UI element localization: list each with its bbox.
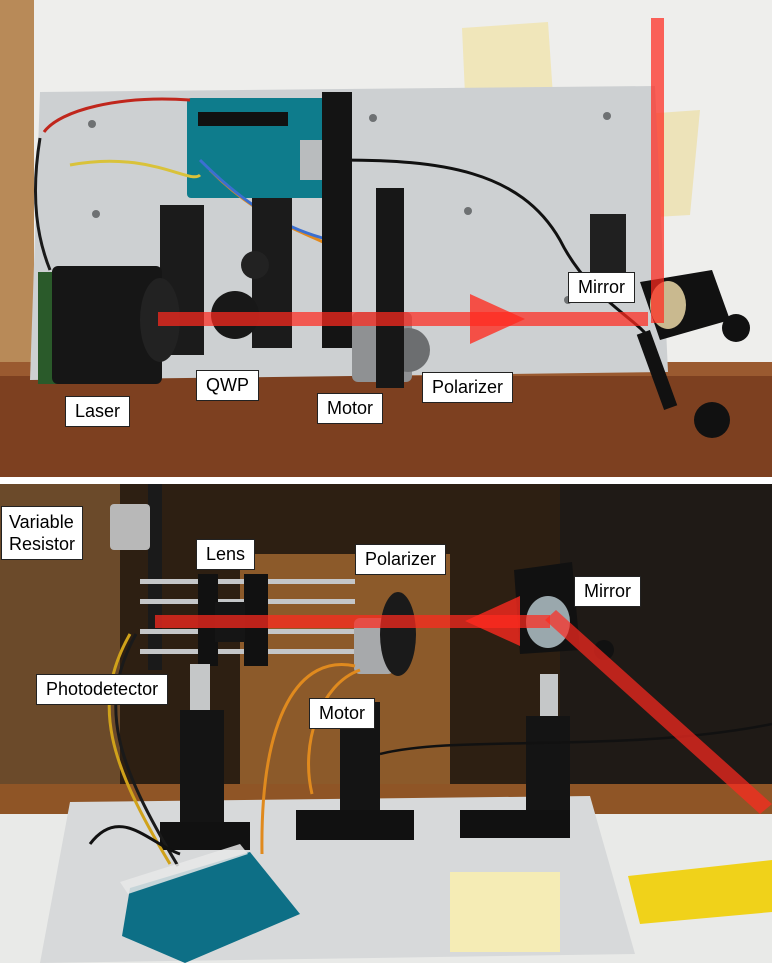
label-motor: Motor: [309, 698, 376, 729]
label-polarizer: Polarizer: [422, 372, 514, 403]
qwp-knob: [241, 251, 269, 279]
wire-red: [42, 97, 191, 133]
label-mirror: Mirror: [574, 576, 641, 607]
laser-beam-horizontal: [155, 615, 550, 628]
masking-tape: [450, 872, 560, 952]
post-holder: [180, 710, 224, 830]
mirror-adjust-knob: [694, 402, 730, 438]
motor-wires: [260, 663, 356, 855]
label-lens: Lens: [196, 539, 256, 570]
arduino-case: [120, 844, 248, 894]
mirror-arm: [636, 330, 678, 410]
wire-black: [33, 137, 52, 271]
optical-rail: [322, 92, 352, 348]
photodetector-plate: [148, 484, 162, 670]
top-setup-photo: [0, 0, 772, 477]
polarizer-mount: [376, 188, 404, 388]
laser-housing: [52, 266, 162, 384]
laser-beam-horizontal: [158, 312, 648, 326]
mirror-adjust-knob: [722, 314, 750, 342]
mirror-post: [590, 214, 626, 276]
wire-yellow: [69, 159, 202, 179]
label-polarizer: Polarizer: [355, 544, 447, 575]
post-base: [460, 810, 570, 838]
polarizer-mount: [380, 592, 416, 676]
variable-resistor-body: [110, 504, 150, 550]
bottom-photo-panel: Variable Resistor Lens Polarizer Mirror …: [0, 484, 772, 963]
post: [190, 664, 210, 714]
cable: [379, 722, 772, 756]
laser-beam-vertical: [651, 18, 664, 323]
top-photo-panel: Laser QWP Motor Polarizer Mirror: [0, 0, 772, 477]
post-holder: [526, 716, 570, 826]
post: [540, 674, 558, 724]
screwdriver-handle: [628, 860, 772, 924]
beam-direction-arrow: [465, 596, 520, 646]
label-photodetector: Photodetector: [36, 674, 169, 705]
usb-cable: [88, 825, 181, 856]
beam-direction-arrow: [470, 294, 525, 344]
wire-yellow: [107, 633, 172, 865]
post-base: [160, 822, 250, 850]
laser-beam-incoming: [545, 610, 772, 814]
label-laser: Laser: [65, 396, 131, 427]
label-mirror: Mirror: [568, 272, 635, 303]
wire-black: [114, 633, 180, 867]
arduino-chip: [198, 112, 288, 126]
label-variable-resistor: Variable Resistor: [1, 506, 84, 560]
post-base: [296, 810, 414, 840]
label-motor: Motor: [317, 393, 384, 424]
background-shelf: [560, 484, 772, 784]
label-qwp: QWP: [196, 370, 259, 401]
